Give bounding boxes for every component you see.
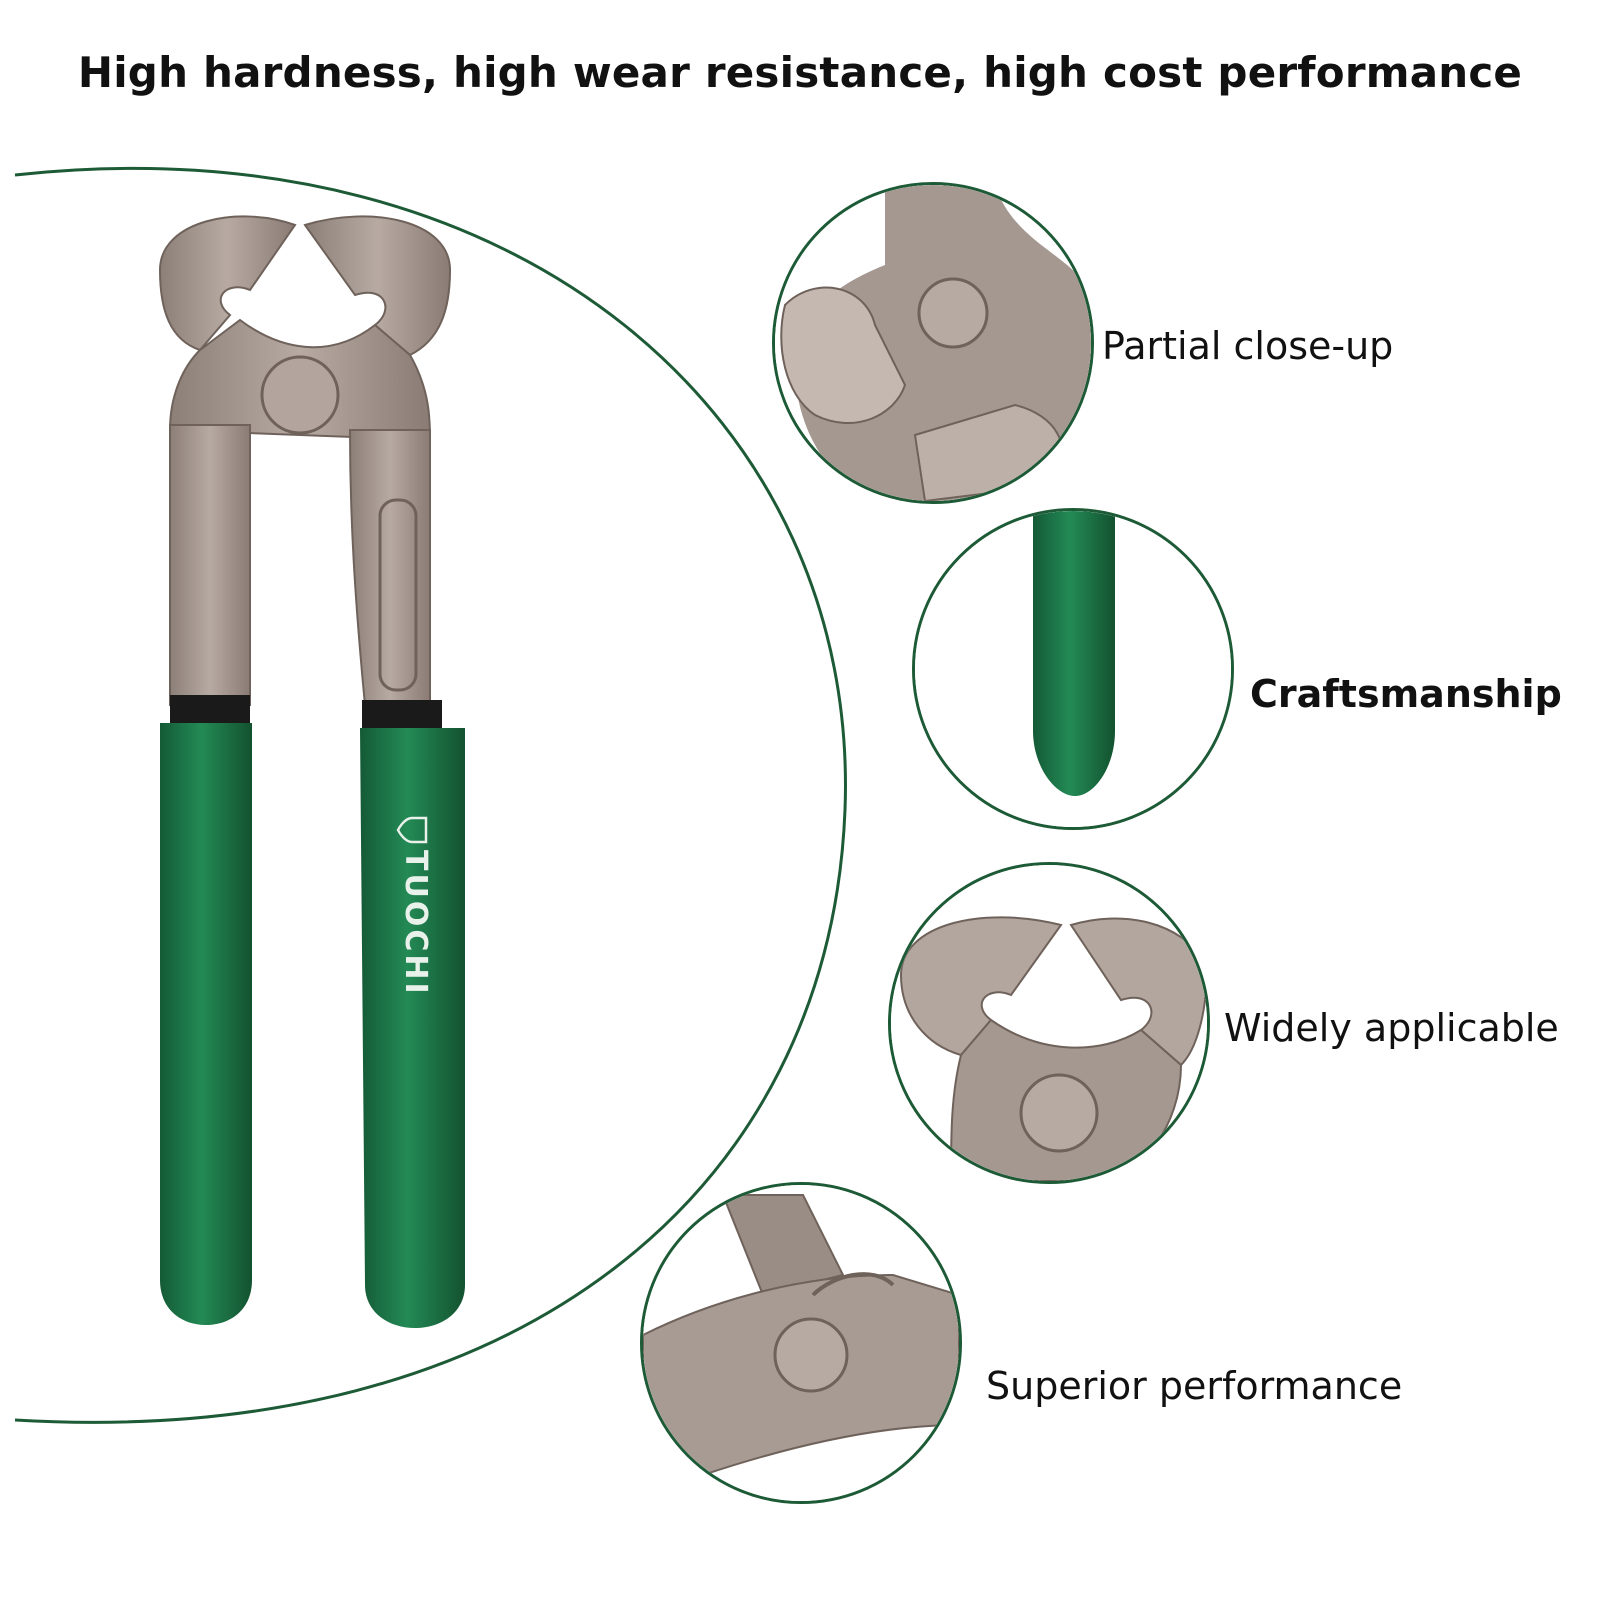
caption-widely-applicable: Widely applicable bbox=[1224, 1006, 1559, 1050]
brand-logo-text: TUOCHI bbox=[398, 850, 433, 997]
detail-circle-partial-closeup bbox=[772, 182, 1094, 504]
caption-superior-performance: Superior performance bbox=[986, 1364, 1403, 1408]
detail-circle-craftsmanship bbox=[912, 508, 1234, 830]
caption-craftsmanship: Craftsmanship bbox=[1250, 672, 1562, 716]
detail-circle-widely-applicable bbox=[888, 862, 1210, 1184]
pliers-product-image: TUOCHI bbox=[158, 215, 465, 1328]
headline: High hardness, high wear resistance, hig… bbox=[77, 48, 1523, 97]
shield-logo-icon bbox=[396, 816, 428, 844]
caption-partial-closeup: Partial close-up bbox=[1102, 324, 1394, 368]
detail-circle-superior-performance bbox=[640, 1182, 962, 1504]
